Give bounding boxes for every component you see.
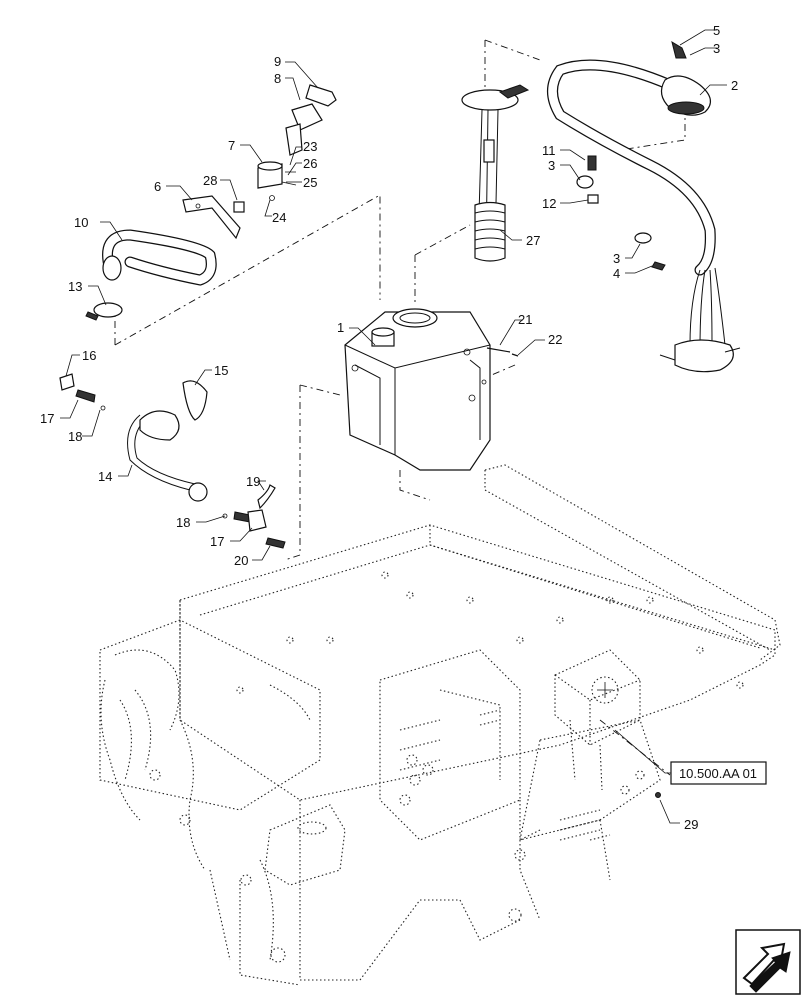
clamp-13	[85, 302, 123, 321]
arrow-icon[interactable]	[735, 929, 801, 995]
callout-4: 4	[613, 266, 620, 281]
left-hose-14	[59, 373, 286, 549]
reference-box[interactable]: 10.500.AA 01	[670, 761, 767, 785]
harness	[547, 59, 741, 373]
callout-18-right: 18	[176, 515, 190, 530]
callout-18-left: 18	[68, 429, 82, 444]
callout-14: 14	[98, 469, 112, 484]
callout-8: 8	[274, 71, 281, 86]
callout-6: 6	[154, 179, 161, 194]
bracket	[182, 195, 241, 240]
callout-16: 16	[82, 348, 96, 363]
callout-17-left: 17	[40, 411, 54, 426]
callout-12: 12	[542, 196, 556, 211]
callout-10: 10	[74, 215, 88, 230]
callout-5: 5	[713, 23, 720, 38]
callout-20: 20	[234, 553, 248, 568]
callout-13: 13	[68, 279, 82, 294]
callout-9: 9	[274, 54, 281, 69]
fittings-7-9	[233, 84, 337, 213]
leader-lines	[60, 29, 727, 824]
callout-27: 27	[526, 233, 540, 248]
callout-3-mid: 3	[548, 158, 555, 173]
callout-1: 1	[337, 320, 344, 335]
tank	[344, 308, 491, 471]
control-module	[554, 649, 641, 791]
callout-26: 26	[303, 156, 317, 171]
elbow-hose	[102, 229, 217, 286]
callout-23: 23	[303, 139, 317, 154]
callout-15: 15	[214, 363, 228, 378]
assembly-lines	[114, 39, 686, 776]
callout-3-lower: 3	[613, 251, 620, 266]
callout-3: 3	[713, 41, 720, 56]
callout-17-right: 17	[210, 534, 224, 549]
chassis-frame	[99, 464, 781, 986]
callout-2: 2	[731, 78, 738, 93]
callout-28: 28	[203, 173, 217, 188]
callout-25: 25	[303, 175, 317, 190]
callout-19: 19	[246, 474, 260, 489]
callout-11: 11	[542, 143, 556, 158]
callout-7: 7	[228, 138, 235, 153]
level-sender	[461, 84, 530, 262]
callout-labels: 5 3 2 9 8 7 23 26 25 6 28 24 10 13 1 16 …	[40, 23, 738, 832]
callout-24: 24	[272, 210, 286, 225]
right-fasteners	[486, 40, 687, 798]
callout-29: 29	[684, 817, 698, 832]
reference-label[interactable]: 10.500.AA 01	[679, 766, 757, 781]
callout-21: 21	[518, 312, 532, 327]
callout-22: 22	[548, 332, 562, 347]
